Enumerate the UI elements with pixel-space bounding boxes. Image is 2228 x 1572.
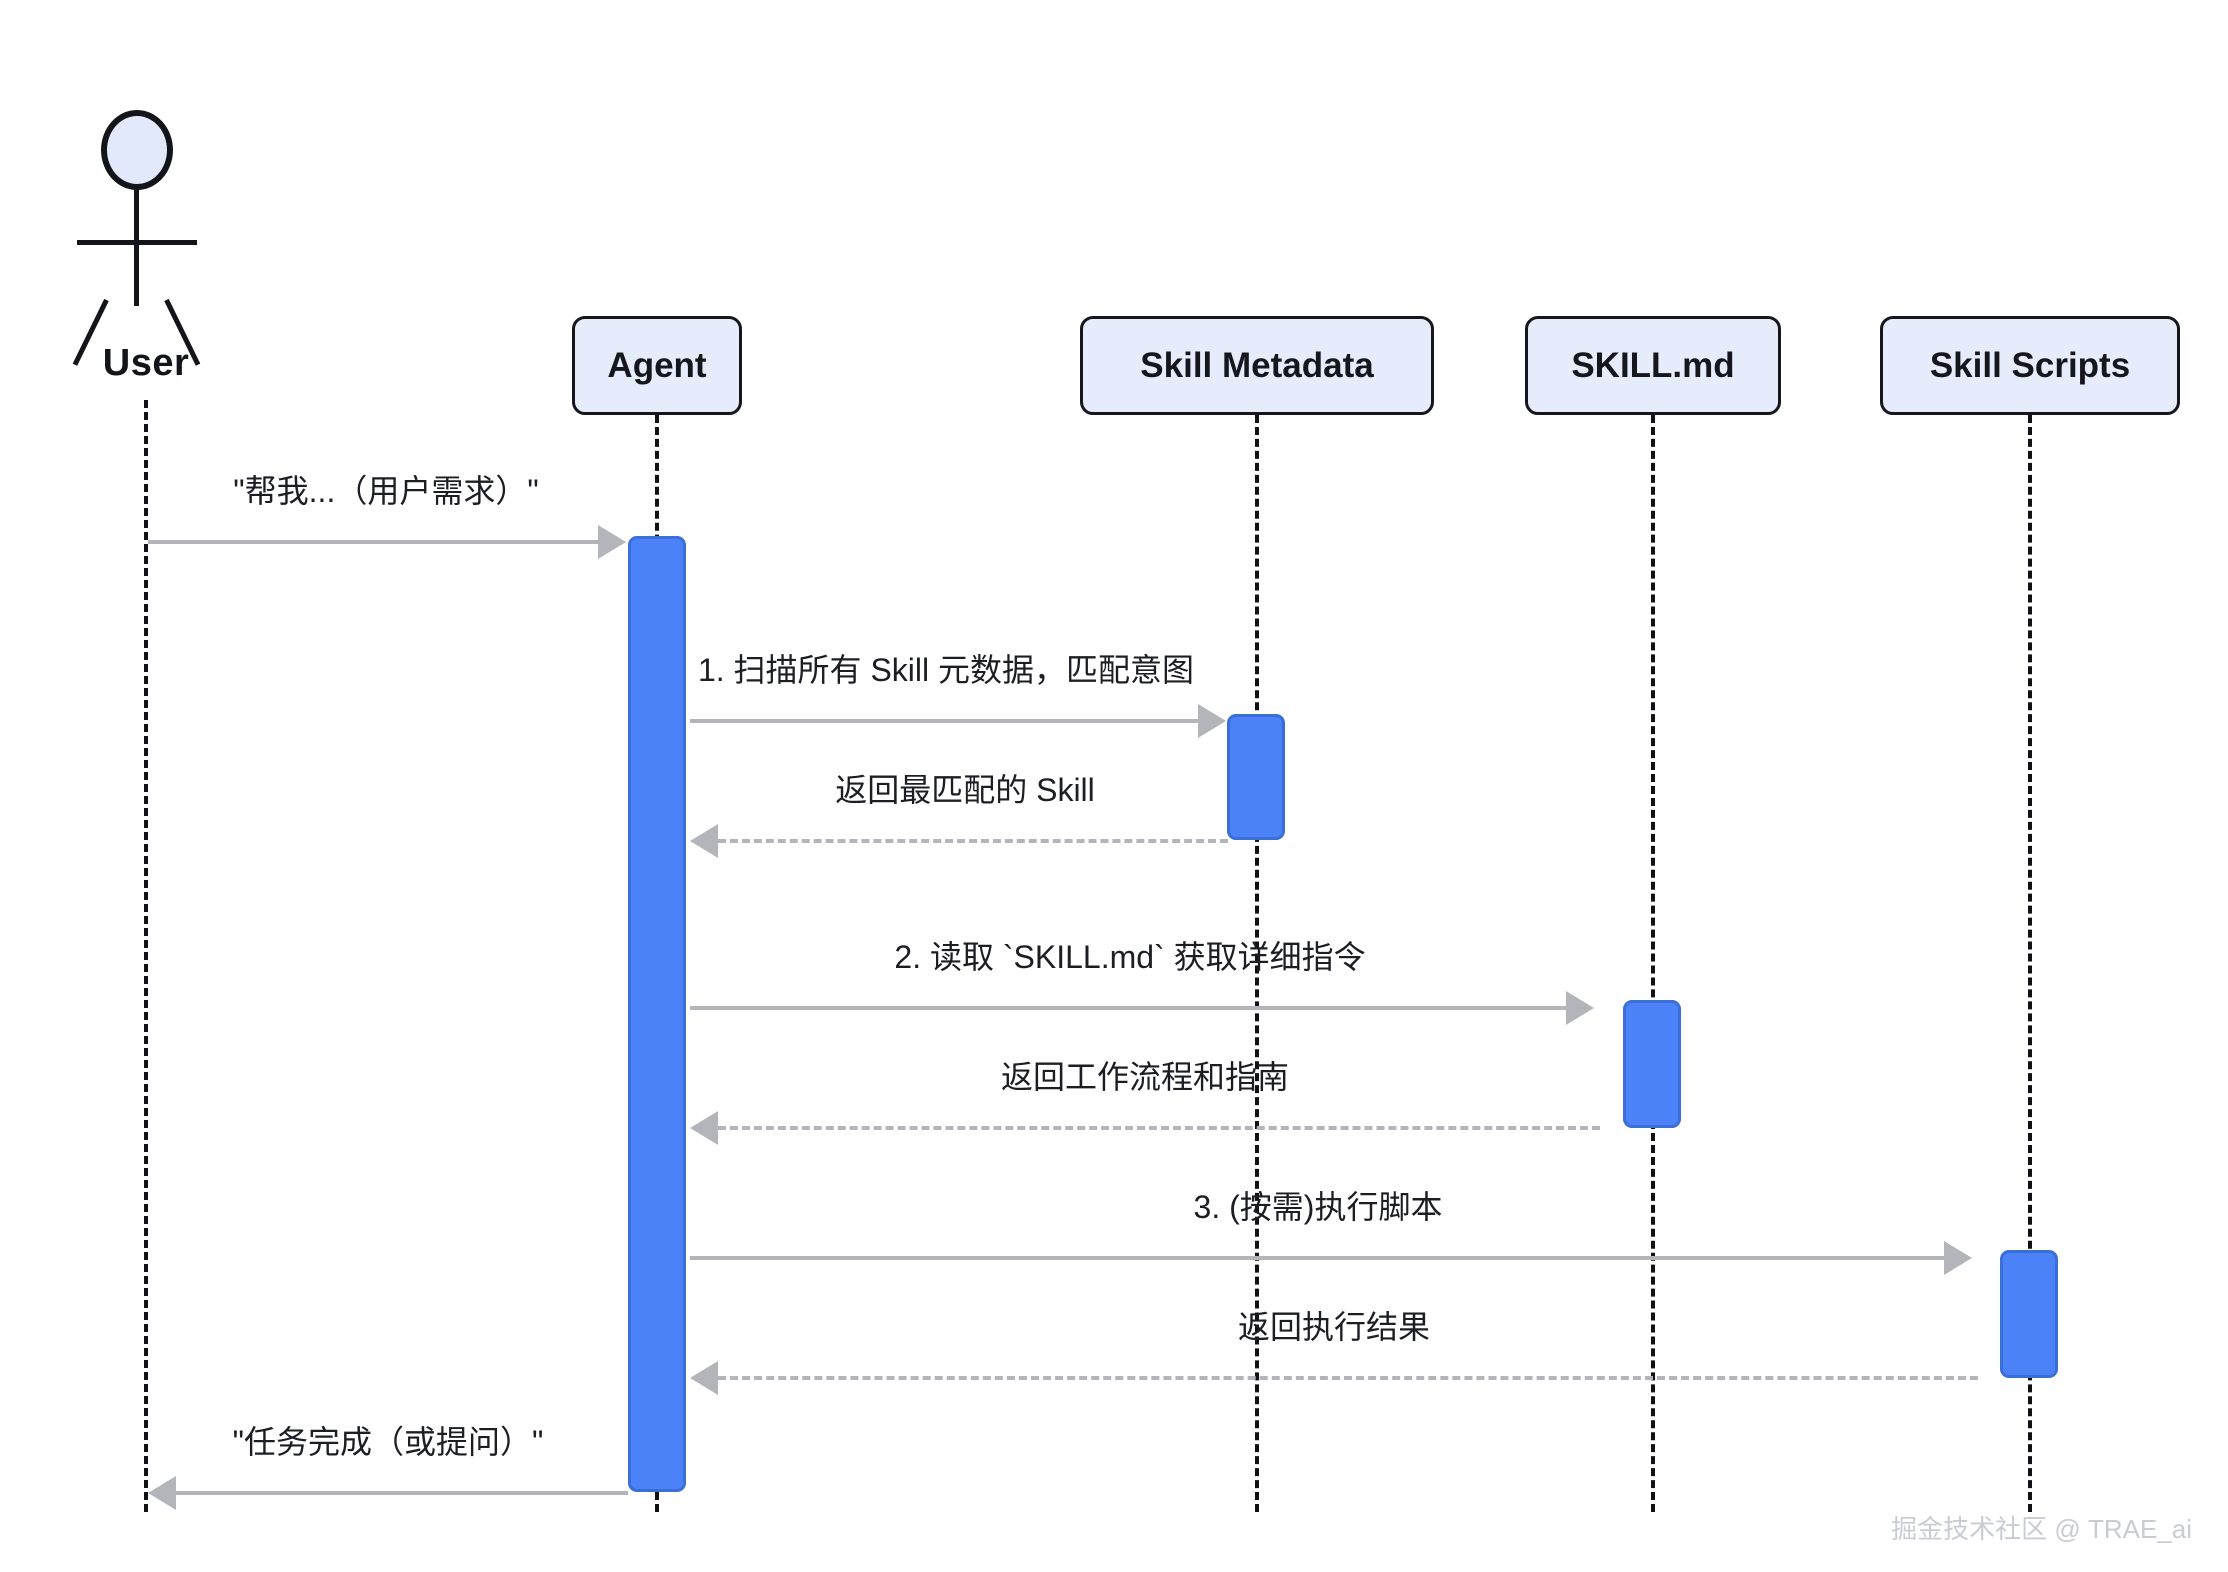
message-label-2: 1. 扫描所有 Skill 元数据，匹配意图 <box>697 652 1195 688</box>
participant-skill-scripts[interactable]: Skill Scripts <box>1880 316 2180 415</box>
participant-agent-label: Agent <box>607 345 707 385</box>
message-arrowhead-7 <box>690 1361 718 1395</box>
message-line-6 <box>690 1256 1946 1260</box>
message-line-5 <box>718 1126 1600 1130</box>
message-arrowhead-6 <box>1944 1241 1972 1275</box>
lifeline-skill-md <box>1651 415 1655 1512</box>
participant-skill-metadata[interactable]: Skill Metadata <box>1080 316 1434 415</box>
lifeline-skill-scripts <box>2028 415 2032 1512</box>
actor-arms-icon <box>77 240 197 245</box>
actor-user-label: User <box>102 342 190 384</box>
message-label-8: "任务完成（或提问）" <box>232 1424 544 1460</box>
message-line-3 <box>718 839 1228 843</box>
message-line-8 <box>176 1491 628 1495</box>
lifeline-user <box>144 400 148 1512</box>
message-arrowhead-4 <box>1566 991 1594 1025</box>
message-label-7: 返回执行结果 <box>1237 1309 1430 1345</box>
participant-agent[interactable]: Agent <box>572 316 742 415</box>
message-line-4 <box>690 1006 1570 1010</box>
message-arrowhead-5 <box>690 1111 718 1145</box>
message-label-5: 返回工作流程和指南 <box>1000 1059 1289 1095</box>
message-arrowhead-3 <box>690 824 718 858</box>
activation-skill-scripts <box>2000 1250 2058 1378</box>
message-line-1 <box>148 540 600 544</box>
activation-skill-md <box>1623 1000 1681 1128</box>
message-line-2 <box>690 719 1202 723</box>
actor-user: User <box>56 110 236 384</box>
message-line-7 <box>718 1376 1978 1380</box>
watermark: 掘金技术社区 @ TRAE_ai <box>1891 1514 2192 1544</box>
message-label-6: 3. (按需)执行脚本 <box>1193 1189 1443 1225</box>
message-arrowhead-2 <box>1198 704 1226 738</box>
lifeline-skill-metadata <box>1255 415 1259 1512</box>
activation-skill-metadata <box>1227 714 1285 840</box>
message-arrowhead-1 <box>598 525 626 559</box>
actor-head-icon <box>101 110 173 190</box>
actor-body-icon <box>134 188 139 306</box>
message-arrowhead-8 <box>148 1476 176 1510</box>
participant-skill-metadata-label: Skill Metadata <box>1140 345 1374 385</box>
message-label-3: 返回最匹配的 Skill <box>835 772 1095 808</box>
message-label-4: 2. 读取 `SKILL.md` 获取详细指令 <box>894 939 1366 975</box>
activation-agent <box>628 536 686 1492</box>
participant-skill-md-label: SKILL.md <box>1571 345 1735 385</box>
participant-skill-scripts-label: Skill Scripts <box>1929 345 2131 385</box>
participant-skill-md[interactable]: SKILL.md <box>1525 316 1781 415</box>
message-label-1: "帮我...（用户需求）" <box>233 473 539 509</box>
